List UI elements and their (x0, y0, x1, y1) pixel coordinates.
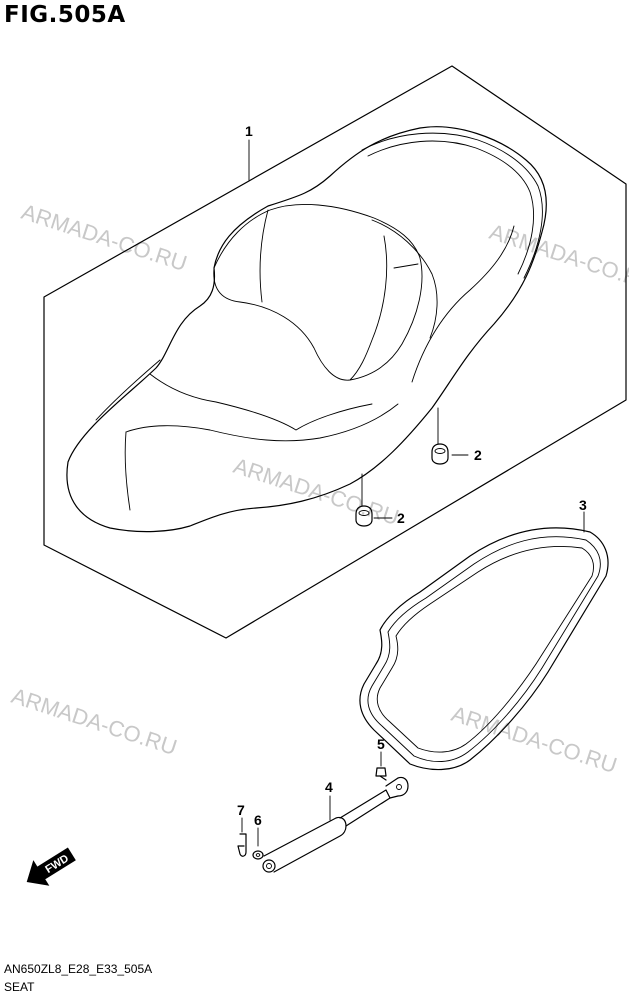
callout-part-2b: 2 (397, 510, 405, 526)
watermark-5: ARMADA-CO.RU (448, 701, 620, 778)
callout-part-4: 4 (325, 779, 333, 795)
clip (237, 817, 247, 857)
callout-part-1: 1 (245, 123, 253, 139)
grommet-2a (431, 407, 449, 465)
watermark-1: ARMADA-CO.RU (18, 199, 190, 276)
callout-part-7: 7 (237, 802, 245, 818)
washer (252, 827, 264, 860)
gas-strut (262, 776, 409, 873)
watermark-2: ARMADA-CO.RU (486, 219, 629, 296)
figure-code: AN650ZL8_E28_E33_505A (4, 962, 153, 976)
watermark-3: ARMADA-CO.RU (230, 453, 402, 530)
seat-seal (359, 527, 609, 771)
watermark-4: ARMADA-CO.RU (8, 683, 180, 760)
figure-title: FIG.505A (4, 2, 126, 28)
seat-drawing (66, 126, 547, 533)
fwd-arrow-icon: FWD (26, 847, 76, 886)
watermarks: ARMADA-CO.RU ARMADA-CO.RU ARMADA-CO.RU A… (8, 199, 629, 778)
grommet-2b (355, 473, 373, 527)
callout-part-6: 6 (254, 812, 262, 828)
assembly-frame (43, 65, 627, 639)
bolt (375, 751, 387, 781)
callout-part-5: 5 (377, 736, 385, 752)
callouts: 1 2 2 3 4 5 6 7 (237, 123, 587, 828)
callout-part-2a: 2 (474, 447, 482, 463)
leader-lines (248, 139, 585, 821)
callout-part-3: 3 (579, 497, 587, 513)
figure-name: SEAT (4, 980, 35, 994)
